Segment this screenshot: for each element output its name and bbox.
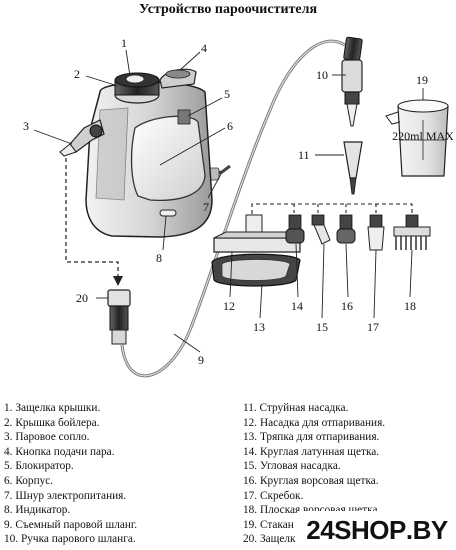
callout-5: 5 bbox=[224, 87, 230, 101]
flat-bristle-brush bbox=[393, 214, 431, 250]
callout-11: 11 bbox=[298, 148, 310, 162]
legend-item: 14. Круглая латунная щетка. bbox=[243, 445, 380, 458]
page-title: Устройство пароочистителя bbox=[138, 2, 318, 17]
angled-nozzle bbox=[311, 214, 331, 245]
callout-2: 2 bbox=[74, 67, 80, 81]
legend-item: 10. Ручка парового шланга. bbox=[4, 533, 136, 546]
callout-20: 20 bbox=[76, 291, 88, 305]
callout-14: 14 bbox=[291, 299, 303, 313]
legend-item: 4. Кнопка подачи пара. bbox=[4, 445, 115, 458]
leader-lines bbox=[33, 49, 424, 353]
legend-item: 5. Блокиратор. bbox=[4, 460, 74, 473]
lock-switch bbox=[177, 109, 191, 125]
legend-left: 1. Защелка крышки. 2. Крышка бойлера. 3.… bbox=[4, 401, 236, 547]
steam-button bbox=[159, 68, 197, 89]
callout-numbers: 1 2 3 4 5 6 7 8 9 10 11 12 13 14 15 16 1… bbox=[23, 36, 428, 367]
callout-3: 3 bbox=[23, 119, 29, 133]
callout-6: 6 bbox=[227, 119, 233, 133]
jet-nozzle bbox=[343, 141, 363, 195]
callout-10: 10 bbox=[316, 68, 328, 82]
callout-19: 19 bbox=[416, 73, 428, 87]
scraper bbox=[367, 214, 385, 251]
hose-handle bbox=[341, 36, 363, 127]
legend-right: 11. Струйная насадка. 12. Насадка для от… bbox=[243, 401, 453, 547]
legend-item: 1. Защелка крышки. bbox=[4, 402, 101, 414]
callout-7: 7 bbox=[203, 200, 209, 214]
legend-item: 8. Индикатор. bbox=[4, 504, 71, 517]
hose-latch bbox=[107, 289, 131, 345]
legend-item: 16. Круглая ворсовая щетка. bbox=[243, 474, 379, 487]
callout-4: 4 bbox=[201, 41, 207, 55]
legend-item: 15. Угловая насадка. bbox=[243, 460, 341, 473]
callout-13: 13 bbox=[253, 320, 265, 334]
callout-12: 12 bbox=[223, 299, 235, 313]
cleaner-body bbox=[85, 81, 213, 238]
legend-item: 6. Корпус. bbox=[4, 474, 54, 487]
boiler-cap bbox=[114, 72, 160, 104]
callout-18: 18 bbox=[404, 299, 416, 313]
callout-17: 17 bbox=[367, 320, 379, 334]
brass-brush bbox=[285, 214, 305, 244]
measuring-cup: 220ml MAX bbox=[385, 99, 454, 177]
callout-15: 15 bbox=[316, 320, 328, 334]
callout-1: 1 bbox=[121, 36, 127, 50]
legend-item: 20. Защелк bbox=[243, 533, 296, 546]
legend-item: 3. Паровое сопло. bbox=[4, 431, 90, 444]
steam-cleaner-diagram: 220ml MAX bbox=[23, 36, 454, 378]
legend-item: 2. Крышка бойлера. bbox=[4, 416, 100, 429]
callout-16: 16 bbox=[341, 299, 353, 313]
cup-label: 220ml MAX bbox=[392, 129, 454, 143]
legend-item: 7. Шнур электропитания. bbox=[4, 489, 127, 502]
callout-8: 8 bbox=[156, 251, 162, 265]
round-bristle-brush bbox=[336, 214, 356, 244]
legend-item: 13. Тряпка для отпаривания. bbox=[243, 431, 380, 444]
legend-item: 12. Насадка для отпаривания. bbox=[243, 416, 386, 429]
store-watermark: 24SHOP.BY bbox=[298, 511, 456, 550]
steam-cloth bbox=[211, 253, 301, 287]
legend-item: 11. Струйная насадка. bbox=[243, 402, 349, 414]
legend-item: 9. Съемный паровой шланг. bbox=[4, 518, 138, 531]
legend-item: 17. Скребок. bbox=[243, 489, 304, 502]
steam-nozzle bbox=[59, 119, 105, 157]
legend-item: 19. Стакан bbox=[243, 518, 294, 531]
callout-9: 9 bbox=[198, 353, 204, 367]
steam-attachment bbox=[213, 214, 302, 253]
